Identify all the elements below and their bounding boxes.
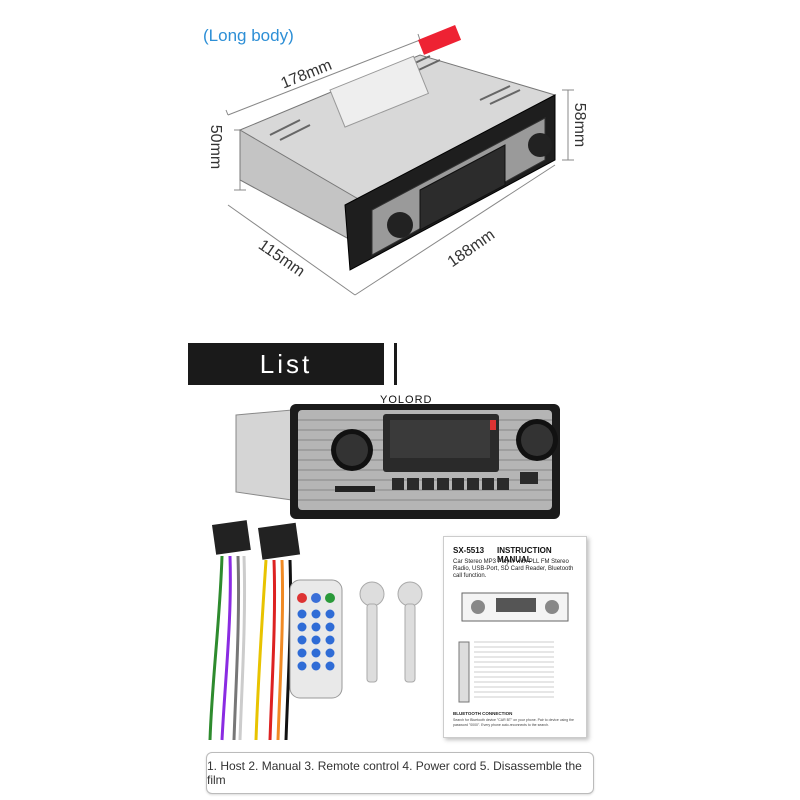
- manual-bluetooth-text: Search for Bluetooth device "CAR BT" on …: [453, 718, 574, 727]
- manual-diagram: [458, 592, 569, 703]
- manual-title: INSTRUCTION MANUAL: [497, 546, 552, 564]
- package-contents-caption: 1. Host 2. Manual 3. Remote control 4. P…: [206, 752, 594, 794]
- radio-brand-label: YOLORD: [380, 394, 433, 406]
- instruction-manual: SX-5513 INSTRUCTION MANUAL Car Stereo MP…: [443, 536, 587, 738]
- manual-description: Car Stereo MP3 Player with PLL FM Stereo…: [453, 559, 574, 579]
- manual-model: SX-5513: [453, 546, 485, 555]
- manual-bluetooth-heading: BLUETOOTH CONNECTION: [453, 711, 513, 716]
- radio-dimension-illustration: [225, 25, 574, 296]
- list-section-divider: [394, 343, 397, 385]
- long-body-label: (Long body): [203, 26, 294, 45]
- list-section-title: List: [188, 343, 384, 385]
